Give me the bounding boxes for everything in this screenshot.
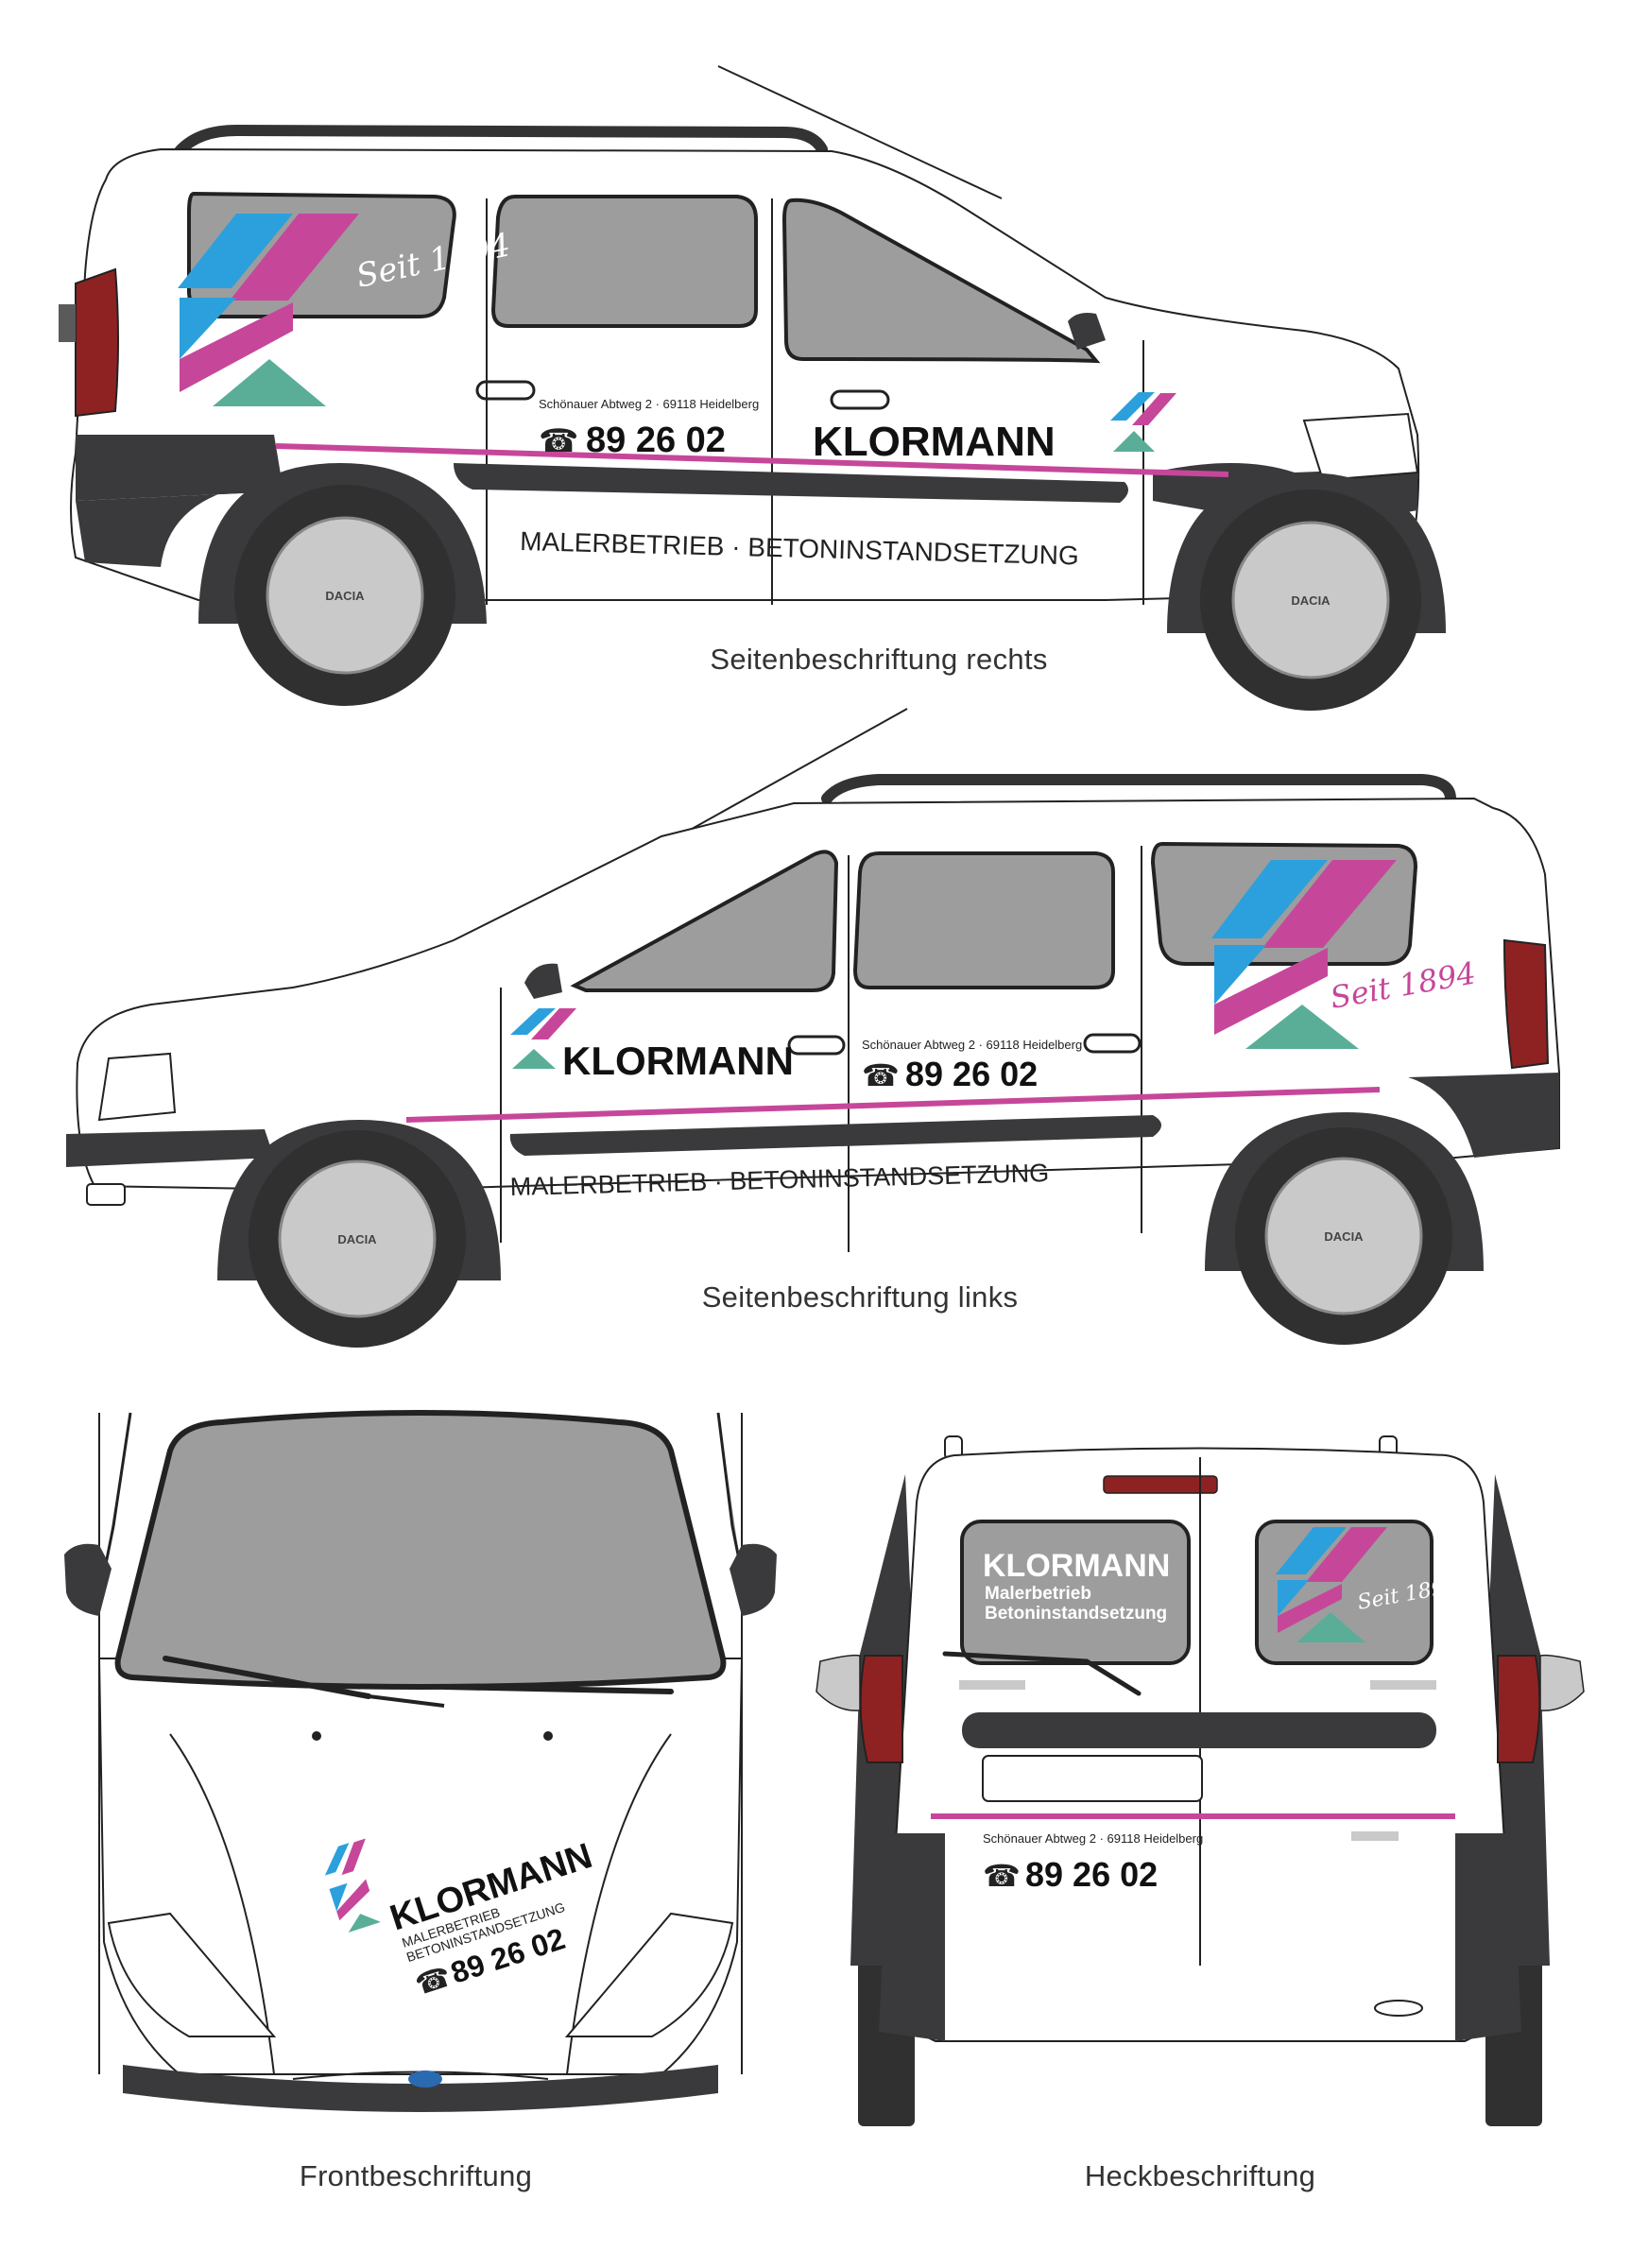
klormann-logo-mark bbox=[178, 214, 359, 406]
klormann-logo-mark-small bbox=[1110, 392, 1176, 452]
front-wheel-left-side: DACIA bbox=[249, 1130, 466, 1348]
klormann-logo-mark bbox=[324, 1838, 381, 1933]
front-view: KLORMANN MALERBETRIEB BETONINSTANDSETZUN… bbox=[57, 1410, 784, 2225]
rear-wheel-right-side: DACIA bbox=[234, 485, 455, 706]
address-text: Schönauer Abtweg 2 · 69118 Heidelberg bbox=[983, 1831, 1203, 1846]
klormann-logo-mark-small bbox=[510, 1008, 576, 1069]
service-2: Betoninstandsetzung bbox=[985, 1604, 1167, 1624]
caption-front: Frontbeschriftung bbox=[299, 2159, 533, 2192]
phone-number: 89 26 02 bbox=[1025, 1855, 1158, 1894]
phone-number: 89 26 02 bbox=[905, 1055, 1038, 1093]
svg-text:DACIA: DACIA bbox=[325, 589, 365, 603]
address-text: Schönauer Abtweg 2 · 69118 Heidelberg bbox=[539, 397, 759, 411]
klormann-logo-mark bbox=[1211, 860, 1397, 1049]
klormann-logo-mark bbox=[1276, 1527, 1387, 1642]
left-side-view: DACIA DACIA Seit 1894 KLORMANN Schönauer… bbox=[57, 704, 1578, 1348]
caption-left-side: Seitenbeschriftung links bbox=[701, 1280, 1019, 1314]
caption-right-side: Seitenbeschriftung rechts bbox=[710, 643, 1048, 676]
phone-icon: ☎ bbox=[862, 1058, 900, 1092]
address-text: Schönauer Abtweg 2 · 69118 Heidelberg bbox=[862, 1038, 1082, 1052]
svg-text:DACIA: DACIA bbox=[1324, 1229, 1364, 1244]
front-wheel-right-side: DACIA bbox=[1200, 490, 1421, 711]
phone-icon: ☎ bbox=[983, 1859, 1021, 1893]
service-1: Malerbetrieb bbox=[985, 1584, 1091, 1604]
brand-name: KLORMANN bbox=[813, 419, 1056, 465]
svg-text:DACIA: DACIA bbox=[337, 1232, 377, 1246]
rear-wheel-left-side: DACIA bbox=[1235, 1127, 1452, 1345]
brand-name: KLORMANN bbox=[983, 1548, 1170, 1584]
phone-number: 89 26 02 bbox=[586, 421, 726, 460]
rear-view: Seit 1894 KLORMANN Malerbetrieb Betonins… bbox=[813, 1435, 1588, 2230]
brand-name: KLORMANN bbox=[562, 1039, 794, 1083]
svg-text:DACIA: DACIA bbox=[1291, 593, 1331, 608]
phone-icon: ☎ bbox=[539, 423, 578, 459]
right-side-view: DACIA DACIA Seit 1894 Schönauer Abtweg 2… bbox=[57, 57, 1578, 711]
caption-rear: Heckbeschriftung bbox=[1084, 2159, 1316, 2192]
